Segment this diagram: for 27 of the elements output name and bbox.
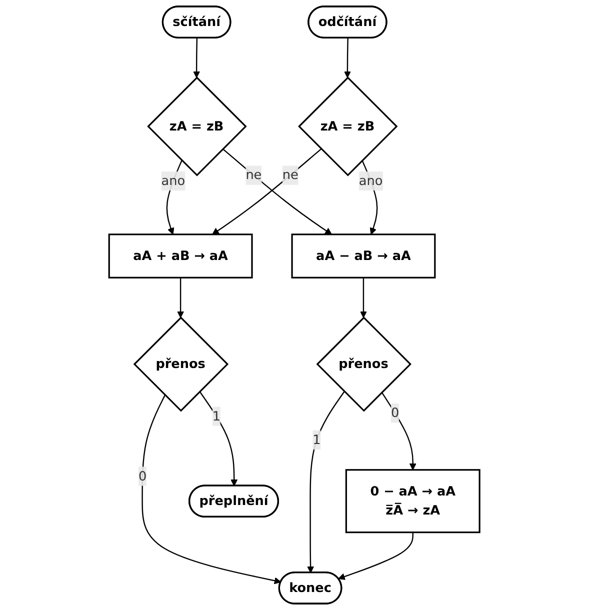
arrow <box>307 391 345 574</box>
node-box: aA + aB → aA <box>108 234 253 278</box>
edge-label: 0 <box>138 468 147 484</box>
edge-label: 1 <box>312 432 321 448</box>
arrow <box>142 394 282 584</box>
node-diamond: zA = zB <box>147 76 247 176</box>
arrow <box>381 392 417 470</box>
edge-label: ne <box>282 167 298 182</box>
node-diamond: přenos <box>134 316 229 412</box>
node-box: 0 − aA → aA z̅A̅ → zA <box>346 469 481 534</box>
arrow <box>362 160 378 235</box>
node-box: aA − aB → aA <box>291 234 436 278</box>
edge-label: 0 <box>391 405 400 420</box>
arrow <box>222 148 332 235</box>
arrow <box>212 148 322 235</box>
arrow <box>166 160 183 235</box>
node-diamond: zA = zB <box>298 76 398 176</box>
arrow <box>193 38 200 78</box>
edge-label: ne <box>246 167 262 182</box>
edge-label: ano <box>161 172 186 188</box>
arrow <box>338 532 414 580</box>
edge-label: ano <box>359 172 383 188</box>
edge-label: 1 <box>212 408 221 424</box>
arrow <box>177 278 184 318</box>
arrow <box>199 391 238 486</box>
arrow <box>344 38 352 78</box>
arrow <box>360 278 368 318</box>
